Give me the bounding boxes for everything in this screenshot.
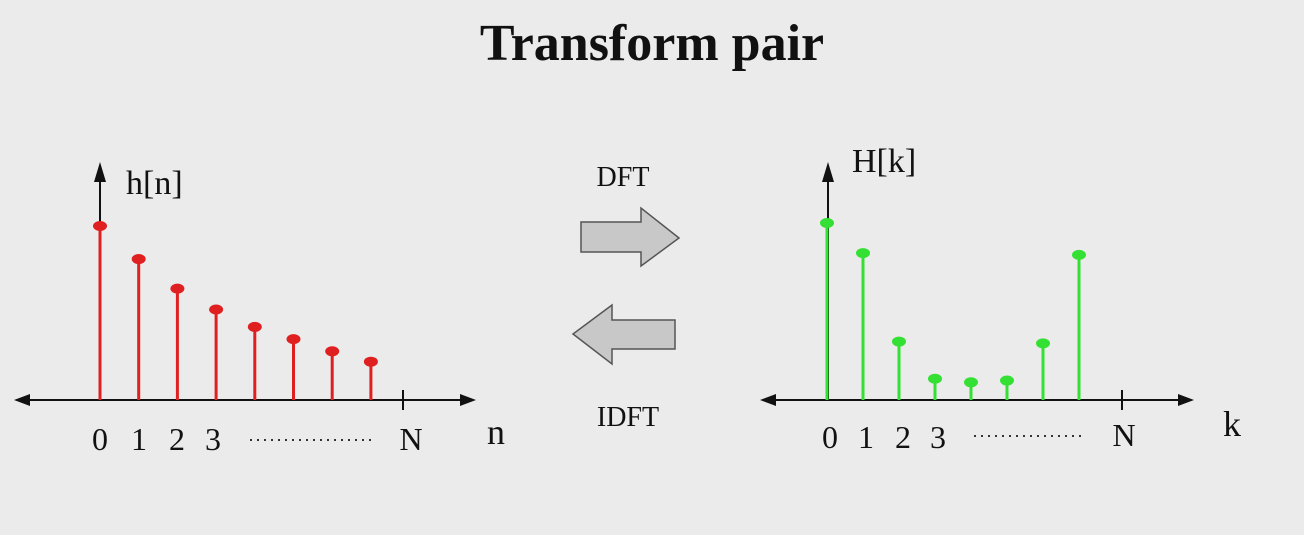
freq-domain-plot: H[k] 0 1 2 3 N k [760,143,1241,455]
dft-arrow-icon [580,206,681,268]
time-domain-plot: h[n] 0 1 2 3 N n [14,162,505,457]
time-stem-marker-0 [93,221,107,231]
freq-stem-marker-0 [820,218,834,228]
time-axis-label: n [487,412,505,452]
freq-stem-marker-1 [856,248,870,259]
time-tick-label-0: 0 [92,421,108,457]
time-vertical-arrowhead [94,162,106,182]
time-stem-marker-2 [170,283,185,294]
time-stem-marker-3 [209,304,224,315]
freq-axis-label: k [1223,404,1241,444]
freq-vertical-arrowhead [822,162,834,182]
idft-label: IDFT [597,402,659,433]
time-tick-label-1: 1 [131,421,147,457]
freq-tick-label-2: 2 [895,419,911,455]
freq-stem-marker-5 [1000,375,1014,386]
idft-arrow-icon [571,303,676,366]
slide-title: Transform pair [479,15,825,72]
dft-label: DFT [597,162,650,193]
freq-stem-marker-7 [1072,249,1086,260]
time-tick-label-3: 3 [205,421,221,457]
time-stems [93,221,378,400]
freq-axis-right-arrowhead [1178,394,1194,406]
freq-stems [820,218,1086,400]
freq-end-label: N [1112,417,1135,453]
transform-arrows: DFT IDFT [571,162,681,433]
freq-tick-label-1: 1 [858,419,874,455]
time-stem-marker-6 [325,346,340,357]
time-axis-right-arrowhead [460,394,476,406]
time-stem-marker-5 [286,334,301,345]
freq-tick-label-3: 3 [930,419,946,455]
time-stem-marker-4 [247,321,262,332]
freq-signal-label: H[k] [852,143,916,180]
time-tick-label-2: 2 [169,421,185,457]
freq-stem-marker-6 [1036,338,1050,349]
freq-axis-left-arrowhead [760,394,776,406]
freq-tick-label-0: 0 [822,419,838,455]
time-end-label: N [399,421,422,457]
time-signal-label: h[n] [126,165,183,202]
time-stem-marker-7 [363,356,378,367]
time-stem-marker-1 [131,254,146,265]
freq-stem-marker-4 [964,377,978,388]
time-axis-left-arrowhead [14,394,30,406]
freq-stem-marker-3 [928,373,942,384]
freq-stem-marker-2 [892,336,906,347]
